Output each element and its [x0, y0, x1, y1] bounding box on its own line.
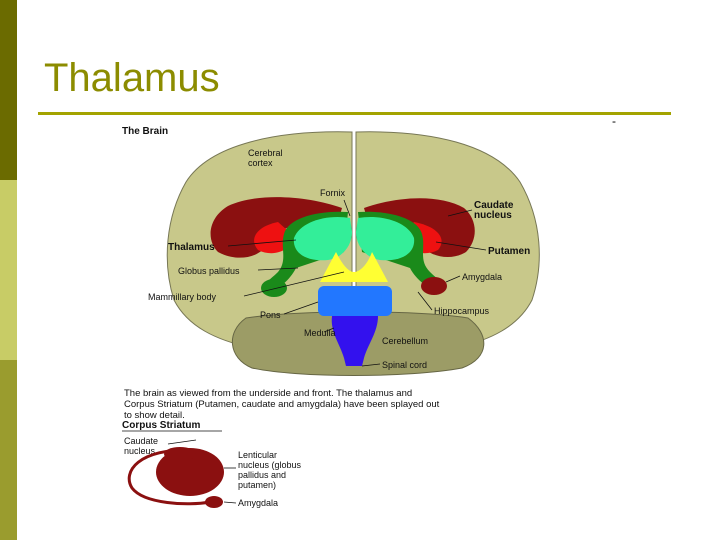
inset-heading: Corpus Striatum [122, 420, 200, 431]
inset-label-amygdala: Amygdala [238, 498, 278, 508]
corner-mark: - [612, 114, 616, 128]
inset-caudate-head [164, 447, 196, 461]
amygdala-left [261, 279, 287, 297]
label-caudate-2: nucleus [474, 210, 512, 221]
figure-heading: The Brain [122, 126, 168, 137]
inset-label-lenticular-4: putamen) [238, 480, 276, 490]
medulla [331, 316, 378, 366]
label-spinal-cord: Spinal cord [382, 360, 427, 370]
label-cerebellum: Cerebellum [382, 336, 428, 346]
label-caudate: Caudate [474, 200, 514, 211]
caption-line-3: to show detail. [124, 410, 185, 421]
label-amygdala: Amygdala [462, 272, 502, 282]
inset-amygdala [205, 496, 223, 508]
sidebar-block-middle [0, 180, 17, 360]
caption-line-1: The brain as viewed from the underside a… [124, 388, 412, 399]
label-pons: Pons [260, 310, 281, 320]
inset-label-caudate: Caudate [124, 436, 158, 446]
label-mammillary-body: Mammillary body [148, 292, 217, 302]
inset-label-lenticular-3: pallidus and [238, 470, 286, 480]
inset-caudate-tail [127, 448, 211, 506]
inset-label-lenticular-2: nucleus (globus [238, 460, 302, 470]
slide-title: Thalamus [44, 56, 220, 100]
sidebar-block-top [0, 0, 17, 180]
amygdala-right [421, 277, 447, 295]
thalamus-left [293, 216, 352, 261]
label-fornix: Fornix [320, 188, 346, 198]
caption-line-2: Corpus Striatum (Putamen, caudate and am… [124, 399, 440, 410]
thalamus-right [356, 216, 415, 261]
label-cerebral-cortex: Cerebral [248, 148, 283, 158]
sidebar-block-bottom [0, 360, 17, 540]
label-cerebral-cortex-2: cortex [248, 158, 273, 168]
label-globus-pallidus: Globus pallidus [178, 266, 240, 276]
title-underline [38, 112, 671, 115]
label-medulla: Medulla [304, 328, 336, 338]
brain-diagram: The Brain Cerebral cortex Fornix Caudate… [118, 122, 548, 514]
label-hippocampus: Hippocampus [434, 306, 490, 316]
slide-sidebar [0, 0, 17, 540]
label-thalamus: Thalamus [168, 242, 215, 253]
inset-label-lenticular-1: Lenticular [238, 450, 277, 460]
pons [318, 286, 392, 316]
inset-label-caudate-2: nucleus [124, 446, 156, 456]
label-putamen: Putamen [488, 246, 530, 257]
hypothalamus [320, 252, 388, 282]
